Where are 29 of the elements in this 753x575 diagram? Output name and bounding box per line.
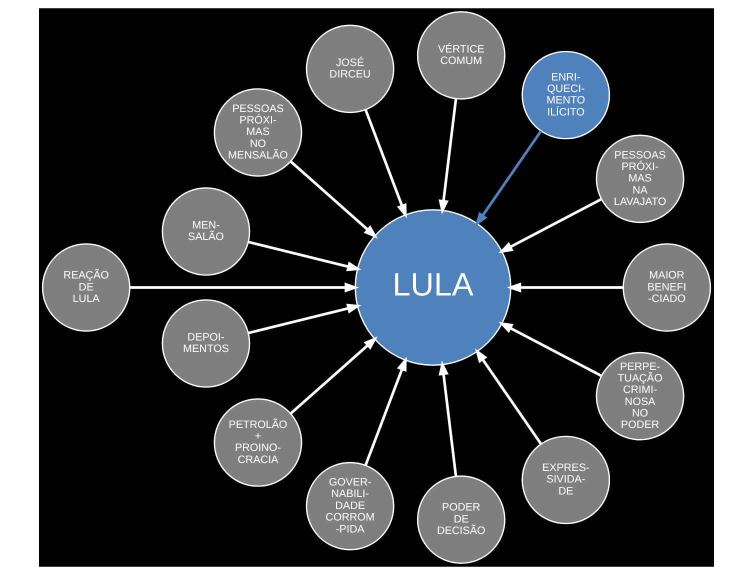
- node-circle: GOVER- NABILI- DADE CORROM -PIDA: [306, 462, 394, 550]
- arrow: [506, 282, 624, 293]
- node-circle: LULA: [354, 209, 512, 366]
- arrow: [248, 240, 362, 272]
- arrow: [498, 322, 602, 378]
- arrow: [290, 336, 378, 414]
- node-circle: JOSÉ DIRCEU: [306, 24, 394, 114]
- arrow: [290, 160, 378, 239]
- node-circle: MEN- SALÃO: [162, 187, 250, 276]
- node-circle: REAÇÃO DE LULA: [42, 243, 130, 332]
- node-circle: PERPE- TUAÇÃO CRIMI- NOSA NO PODER: [596, 352, 684, 440]
- arrow: [130, 282, 360, 293]
- node-circle: PETROLÃO + PROINO- CRACIA: [214, 398, 302, 487]
- arrow: [248, 304, 362, 334]
- node-circle: EXPRES- SIVIDA- DE: [522, 436, 610, 524]
- node-circle: PESSOAS PRÓXI- MAS NO MENSALÃO: [214, 88, 302, 177]
- arrow: [475, 348, 542, 445]
- arrow: [438, 360, 458, 476]
- node-circle: MAIOR BENEFI -CIADO: [622, 243, 712, 332]
- node-circle: ENRI- QUECI- MENTO ILÍCITO: [522, 50, 610, 140]
- arrow: [364, 109, 407, 218]
- arrow: [475, 130, 542, 227]
- arrow: [364, 356, 407, 466]
- node-circle: PESSOAS PRÓXI- MAS NA LAVAJATO: [596, 134, 684, 224]
- node-circle: DEPOI- MENTOS: [162, 299, 250, 388]
- node-circle: VÉRTICE COMUM: [416, 11, 506, 100]
- arrow: [438, 98, 458, 214]
- arrow: [498, 198, 602, 254]
- node-circle: PODER DE DECISÃO: [416, 475, 506, 564]
